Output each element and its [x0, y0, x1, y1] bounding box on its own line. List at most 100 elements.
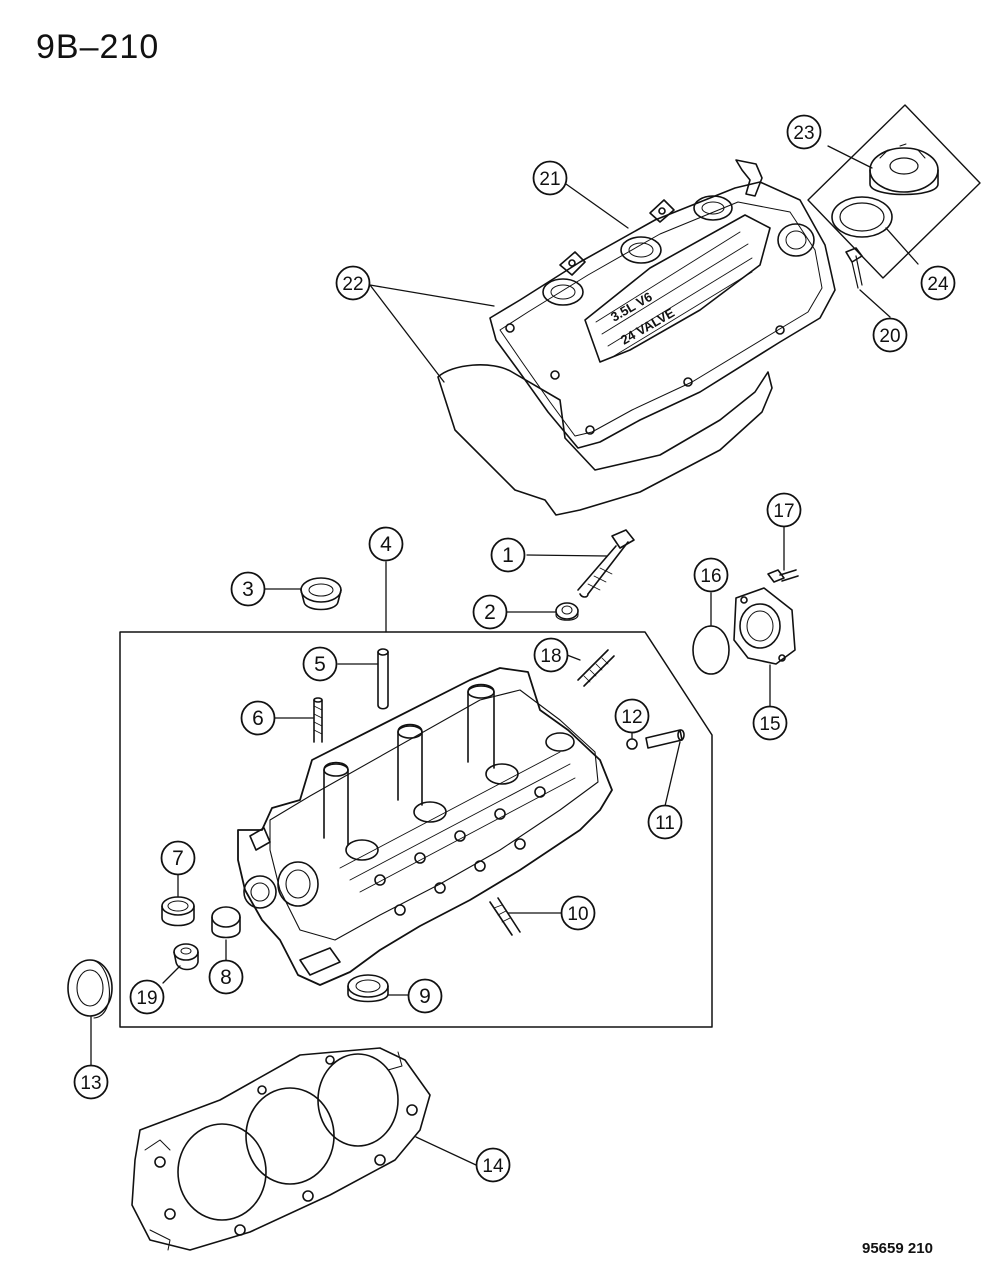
callout-number: 12	[621, 707, 642, 728]
valve-cover-gasket	[437, 364, 773, 516]
callout-circle	[230, 571, 266, 607]
oil-cap-gasket	[831, 196, 893, 238]
callout-circle	[490, 537, 526, 573]
callout-7: 7	[160, 840, 196, 876]
callout-circle	[766, 492, 802, 528]
valve-seal-7	[161, 896, 195, 927]
callout-2: 2	[472, 594, 508, 630]
callout-number: 2	[484, 601, 496, 624]
callout-number: 15	[759, 714, 780, 735]
callout-number: 21	[539, 169, 560, 190]
callout-number: 5	[314, 653, 326, 676]
callout-circle	[560, 895, 596, 931]
callout-circle	[240, 700, 276, 736]
plug-19	[173, 943, 199, 971]
callout-18: 18	[533, 637, 569, 673]
callout-number: 22	[342, 274, 363, 295]
callout-number: 16	[700, 566, 721, 587]
callout-number: 20	[879, 326, 900, 347]
cam-plug	[300, 577, 342, 611]
callout-circle	[532, 160, 568, 196]
callout-number: 9	[419, 985, 431, 1008]
callout-4: 4	[368, 526, 404, 562]
bolt-washer	[555, 602, 579, 621]
callout-circle	[208, 959, 244, 995]
callout-20: 20	[872, 317, 908, 353]
water-outlet-housing	[733, 587, 796, 665]
callout-24: 24	[920, 265, 956, 301]
callout-circle	[472, 594, 508, 630]
callout-number: 24	[927, 274, 949, 295]
callout-22: 22	[335, 265, 371, 301]
callout-8: 8	[208, 959, 244, 995]
callout-number: 13	[80, 1073, 101, 1094]
ball-plug	[626, 738, 638, 750]
callout-circle	[129, 979, 165, 1015]
dowel-pin-11	[645, 729, 685, 749]
callout-circle	[647, 804, 683, 840]
callout-number: 23	[793, 123, 814, 144]
callout-14: 14	[475, 1147, 511, 1183]
callout-19: 19	[129, 979, 165, 1015]
callout-number: 8	[220, 966, 232, 989]
o-ring	[692, 625, 730, 675]
seal-9	[347, 974, 389, 1003]
callout-15: 15	[752, 705, 788, 741]
callout-10: 10	[560, 895, 596, 931]
stud-10	[489, 897, 521, 936]
callout-23: 23	[786, 114, 822, 150]
stud-6	[313, 697, 323, 743]
cylinder-head	[237, 667, 613, 986]
callout-number: 4	[380, 533, 392, 556]
callout-circle	[614, 698, 650, 734]
callout-13: 13	[73, 1064, 109, 1100]
callout-number: 10	[567, 904, 588, 925]
front-oil-seal	[67, 959, 113, 1019]
callout-21: 21	[532, 160, 568, 196]
callout-number: 7	[172, 847, 184, 870]
stud-18	[577, 649, 615, 687]
callout-circle	[693, 557, 729, 593]
callout-circle	[73, 1064, 109, 1100]
callout-circle	[407, 978, 443, 1014]
callout-number: 14	[482, 1156, 504, 1177]
callout-number: 3	[242, 578, 254, 601]
callout-circle	[752, 705, 788, 741]
callout-9: 9	[407, 978, 443, 1014]
callout-3: 3	[230, 571, 266, 607]
callout-number: 6	[252, 707, 264, 730]
page-code: 9B–210	[36, 28, 160, 66]
head-assembly-outline	[119, 631, 713, 1028]
callout-number: 11	[655, 813, 675, 834]
callout-circle	[475, 1147, 511, 1183]
callout-1: 1	[490, 537, 526, 573]
cam-seal-8	[211, 906, 241, 939]
callout-circle	[786, 114, 822, 150]
callout-17: 17	[766, 492, 802, 528]
head-gasket	[131, 1047, 431, 1251]
callout-circle	[302, 646, 338, 682]
callout-circle	[872, 317, 908, 353]
callout-number: 17	[773, 501, 794, 522]
callout-circle	[920, 265, 956, 301]
callout-5: 5	[302, 646, 338, 682]
dowel-pin-5	[377, 648, 389, 710]
callout-16: 16	[693, 557, 729, 593]
drawing-number: 95659 210	[862, 1240, 933, 1257]
cover-bolt-20	[845, 247, 863, 289]
callout-number: 19	[136, 988, 157, 1009]
callout-circle	[335, 265, 371, 301]
callout-circle	[533, 637, 569, 673]
callout-number: 18	[540, 646, 561, 667]
callout-number: 1	[502, 544, 514, 567]
valve-cover	[489, 159, 836, 449]
housing-bolt	[767, 569, 799, 583]
callout-circle	[368, 526, 404, 562]
oil-filler-cap	[869, 143, 939, 196]
head-bolt	[577, 529, 635, 598]
callout-circle	[160, 840, 196, 876]
callout-6: 6	[240, 700, 276, 736]
callout-12: 12	[614, 698, 650, 734]
